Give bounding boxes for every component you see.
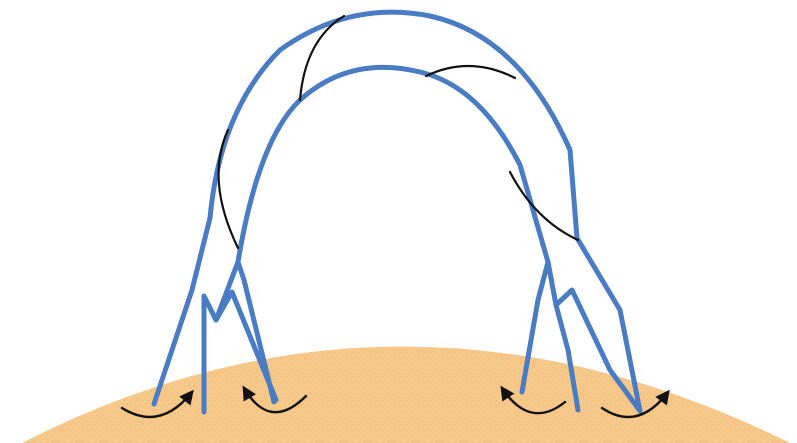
crossing-lines (219, 16, 578, 248)
crossing-line-right (510, 172, 578, 240)
solar-surface-dome (22, 347, 790, 443)
crossing-line-left (219, 130, 238, 248)
